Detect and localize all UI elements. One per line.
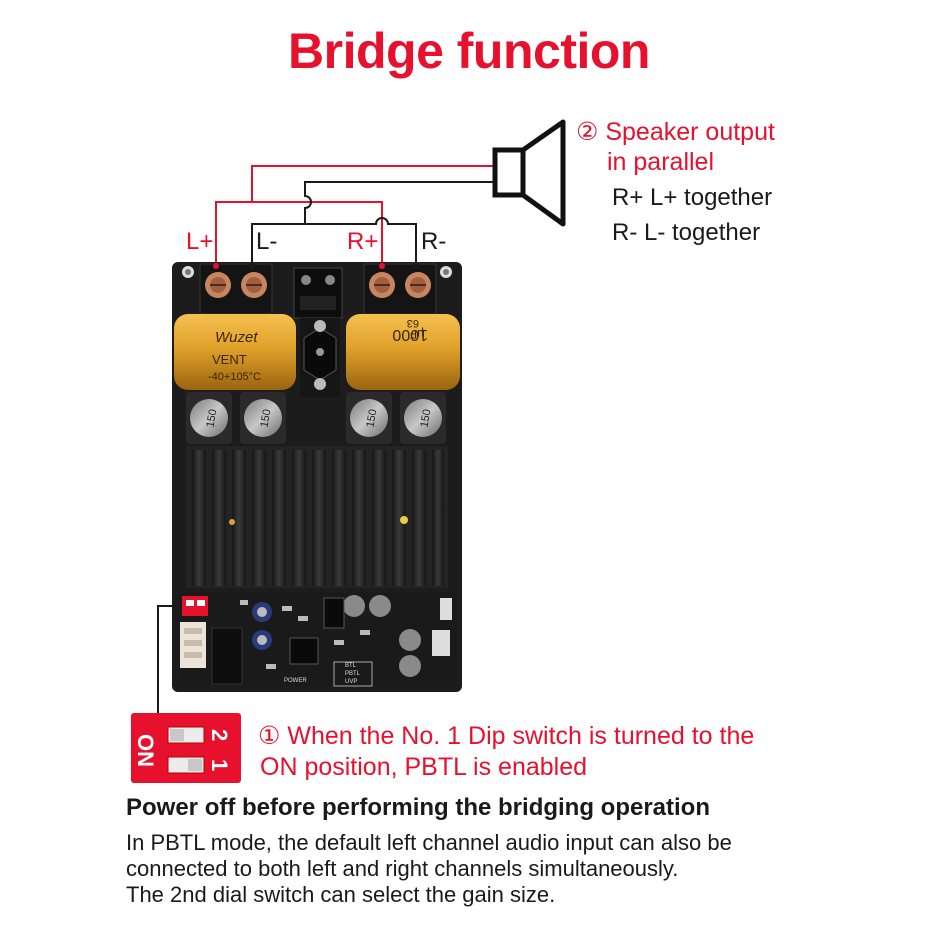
description-line1: In PBTL mode, the default left channel a…	[126, 830, 732, 855]
cap-right-volt: 63	[407, 317, 419, 329]
cap-right-unit: μF	[410, 327, 424, 341]
negative-together-note: R- L- together	[612, 219, 761, 246]
callout-line	[157, 605, 182, 714]
speaker-output-label: ② Speaker output	[576, 118, 775, 146]
svg-text:150: 150	[258, 408, 273, 428]
switch-note-line2: ON position, PBTL is enabled	[260, 753, 588, 781]
switch-note-line1: ① When the No. 1 Dip switch is turned to…	[258, 722, 755, 750]
svg-text:PBTL: PBTL	[345, 671, 361, 677]
description-line3: The 2nd dial switch can select the gain …	[126, 882, 556, 907]
description-line2: connected to both left and right channel…	[126, 856, 679, 881]
svg-text:150: 150	[418, 408, 433, 428]
wiring	[215, 165, 495, 263]
amplifier-board: Wuzet VENT -40+105°C 1000 μF 63 150 150 …	[172, 262, 462, 692]
svg-text:POWER: POWER	[284, 678, 307, 684]
terminal-l-plus: L+	[186, 228, 214, 255]
dip-switch-zoom: ON 2 1	[131, 713, 241, 783]
terminal-r-minus: R-	[421, 228, 447, 255]
speaker-parallel-label: in parallel	[607, 148, 715, 176]
page-title: Bridge function	[288, 23, 650, 79]
positive-together-note: R+ L+ together	[612, 184, 773, 211]
svg-text:BTL: BTL	[345, 663, 357, 669]
dip-on-label: ON	[133, 734, 158, 767]
dip-number-2: 2	[207, 729, 232, 741]
terminal-l-minus: L-	[256, 228, 278, 255]
heatsink	[186, 446, 448, 588]
terminal-r-plus: R+	[347, 228, 379, 255]
svg-text:150: 150	[204, 408, 219, 428]
cap-left-temp: -40+105°C	[208, 371, 261, 383]
svg-text:150: 150	[364, 408, 379, 428]
dip-number-1: 1	[207, 759, 232, 771]
cap-right-value: 1000	[392, 326, 428, 343]
svg-text:UVP: UVP	[345, 679, 357, 685]
cap-left-label: Wuzet	[215, 329, 258, 346]
inductors: 150 150 150 150	[186, 392, 446, 444]
speaker-icon	[492, 119, 566, 227]
power-off-warning: Power off before performing the bridging…	[126, 794, 711, 821]
cap-left-sub: VENT	[212, 352, 247, 367]
